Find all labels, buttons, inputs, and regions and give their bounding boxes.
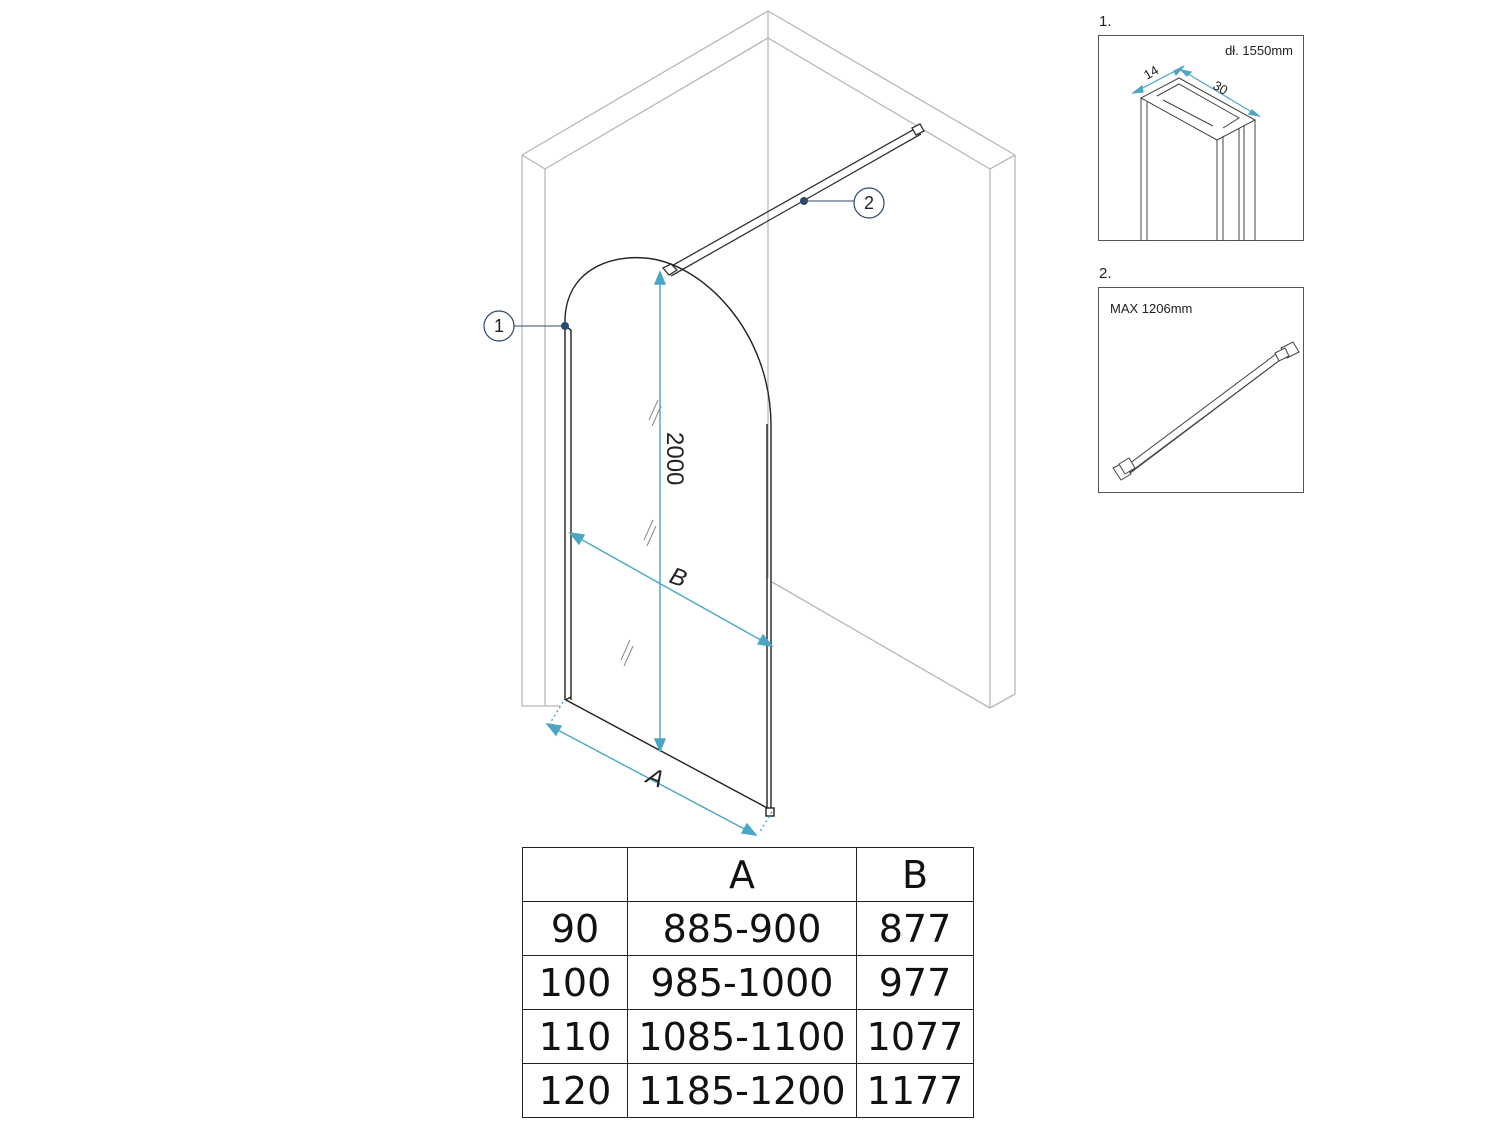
table-cell: 100 xyxy=(522,955,628,1010)
bar-max-length-note: MAX 1206mm xyxy=(1110,301,1193,316)
room-walls xyxy=(521,10,1016,709)
table-cell: 90 xyxy=(522,901,628,956)
table-row: 90 885-900 877 xyxy=(522,901,974,956)
callout-1-number: 1 xyxy=(494,316,504,336)
table-cell: 977 xyxy=(856,955,974,1010)
table-row: 120 1185-1200 1177 xyxy=(522,1063,974,1118)
table-cell: 985-1000 xyxy=(627,955,857,1010)
table-row: 100 985-1000 977 xyxy=(522,955,974,1010)
callout-2: 2 xyxy=(800,187,885,219)
wall-profile-illustration: 14 30 xyxy=(1130,62,1262,241)
dimension-lines xyxy=(545,270,774,836)
table-cell: 885-900 xyxy=(627,901,857,956)
table-header-cell: B xyxy=(856,847,974,902)
detail-1-number: 1. xyxy=(1099,13,1112,30)
table-cell: 110 xyxy=(522,1009,628,1064)
stabilizer-bar xyxy=(661,123,925,277)
table-cell: 1077 xyxy=(856,1009,974,1064)
detail-2-box: MAX 1206mm xyxy=(1098,287,1304,493)
profile-length-note: dł. 1550mm xyxy=(1225,43,1293,58)
table-cell: 877 xyxy=(856,901,974,956)
detail-2-number: 2. xyxy=(1099,265,1112,282)
table-cell: 120 xyxy=(522,1063,628,1118)
b-dimension-label: B xyxy=(666,562,690,593)
profile-width-dimension: 30 xyxy=(1211,78,1231,98)
profile-depth-dimension: 14 xyxy=(1141,62,1161,82)
dimensions-table: A B 90 885-900 877 100 985-1000 977 110 … xyxy=(522,847,974,1118)
table-cell: 1185-1200 xyxy=(627,1063,857,1118)
callout-1: 1 xyxy=(483,310,569,342)
glass-reflections xyxy=(620,399,662,667)
stabilizer-bar-illustration xyxy=(1112,341,1300,481)
height-dimension-label: 2000 xyxy=(661,432,688,485)
table-cell: 1085-1100 xyxy=(627,1009,857,1064)
table-header-cell: A xyxy=(627,847,857,902)
a-dimension-label: A xyxy=(641,762,668,794)
glass-panel xyxy=(564,256,775,817)
table-header-row: A B xyxy=(522,847,974,902)
table-header-cell xyxy=(522,847,628,902)
table-row: 110 1085-1100 1077 xyxy=(522,1009,974,1064)
callout-2-number: 2 xyxy=(864,193,874,213)
detail-1-box: 14 30 dł. 1550mm xyxy=(1098,35,1304,241)
table-cell: 1177 xyxy=(856,1063,974,1118)
